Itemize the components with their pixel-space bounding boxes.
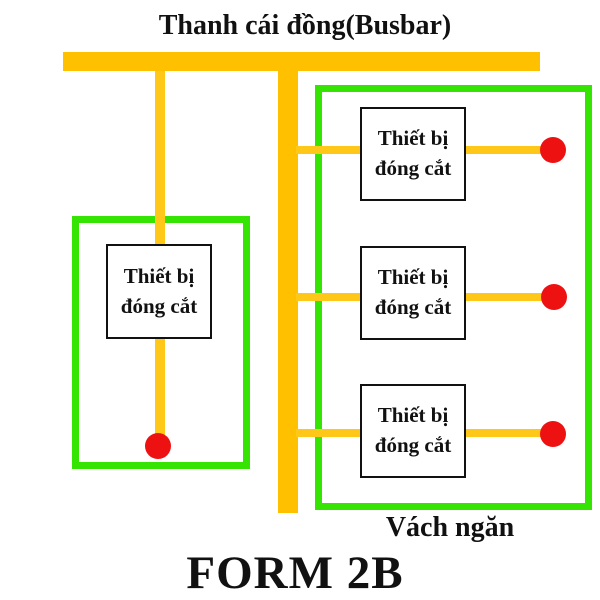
left-device-box: Thiết bị đóng cắt xyxy=(106,244,212,339)
form-title: FORM 2B xyxy=(186,547,404,599)
right-device-3-label-line2: đóng cắt xyxy=(374,433,452,457)
feeder-riser-bar xyxy=(278,53,298,513)
right-device-box-2: Thiết bị đóng cắt xyxy=(360,246,466,340)
right-terminal-dot-2 xyxy=(541,284,567,310)
left-device-label-line1: Thiết bị xyxy=(123,263,195,288)
right-device-2-label-line2: đóng cắt xyxy=(374,295,452,319)
left-device-label-line2: đóng cắt xyxy=(120,293,198,318)
right-terminal-dot-3 xyxy=(540,421,566,447)
busbar-bar xyxy=(63,52,540,71)
right-device-box-3: Thiết bị đóng cắt xyxy=(360,384,466,478)
busbar-title: Thanh cái đồng(Busbar) xyxy=(158,10,452,41)
right-device-1-label-line1: Thiết bị xyxy=(377,126,449,151)
right-device-3-label-line1: Thiết bị xyxy=(377,403,449,428)
partition-label: Vách ngăn xyxy=(385,512,515,543)
right-device-1-label-line2: đóng cắt xyxy=(374,156,452,180)
right-terminal-dot-1 xyxy=(540,137,566,163)
right-device-2-label-line1: Thiết bị xyxy=(377,265,449,290)
left-terminal-dot xyxy=(145,433,171,459)
right-device-box-1: Thiết bị đóng cắt xyxy=(360,107,466,201)
